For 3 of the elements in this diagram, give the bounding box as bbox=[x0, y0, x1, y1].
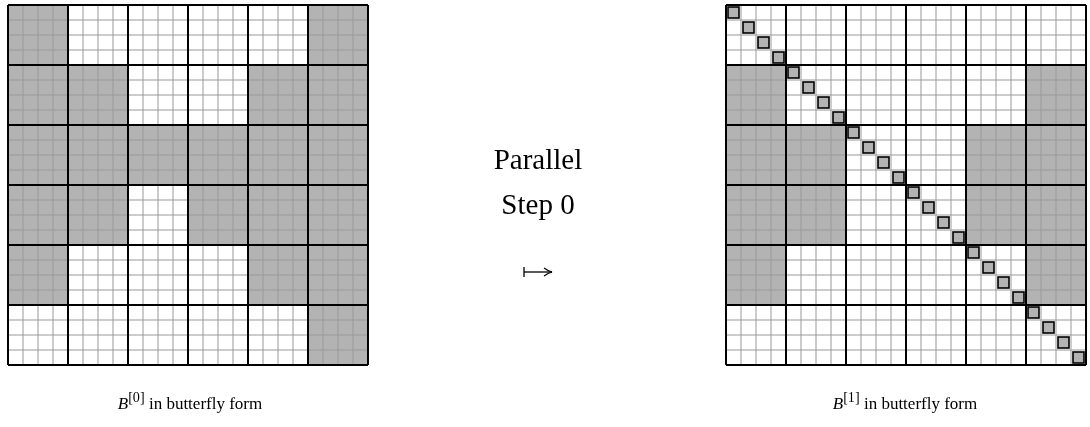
figure-caption: B$^{[1]}$ in butterfly form bbox=[832, 389, 978, 414]
figure-caption: B$^{[0]}$ in butterfly form bbox=[117, 389, 263, 414]
step-label: Parallel Step 0 bbox=[492, 142, 584, 222]
